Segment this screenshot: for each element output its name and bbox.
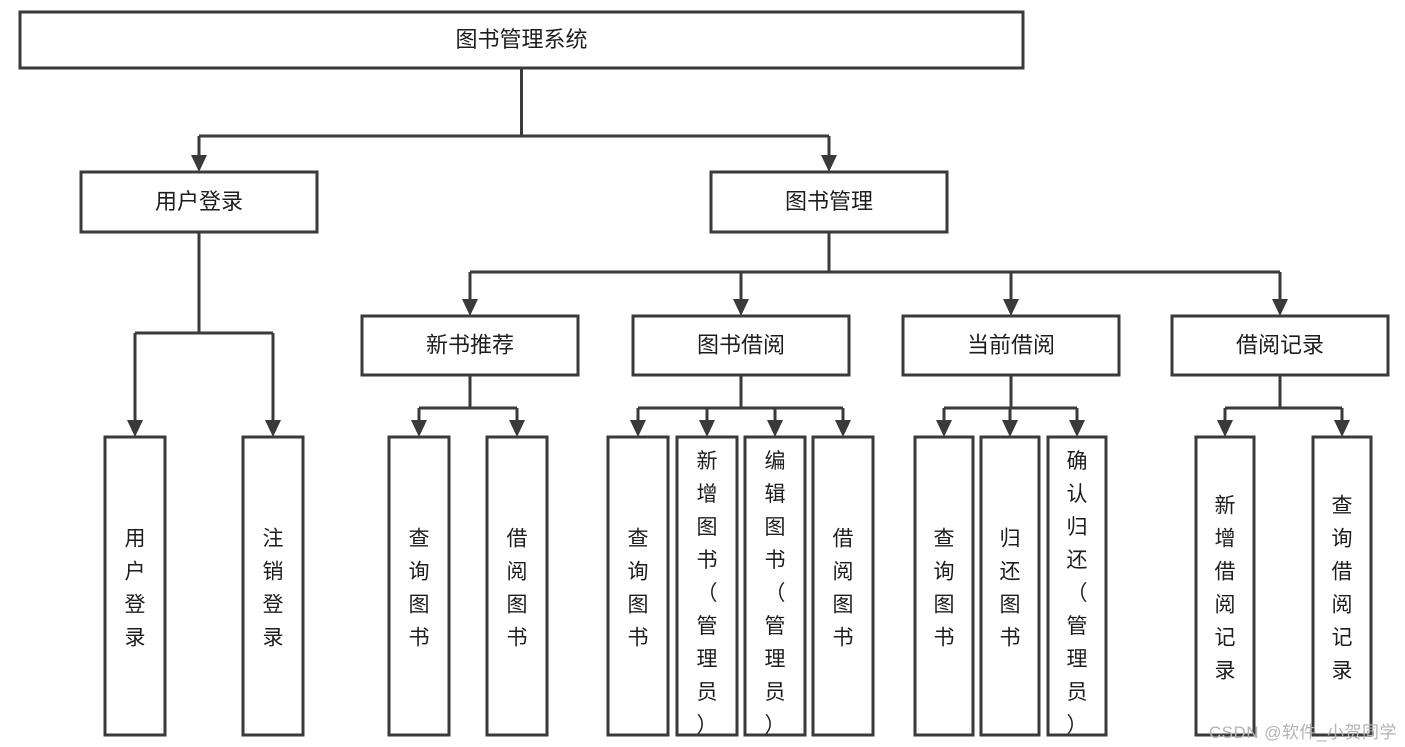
node-label-current-borrow: 当前借阅: [967, 332, 1055, 357]
node-label-leaf-borrow-book: 借阅图书: [833, 528, 854, 650]
arrow-head-icon: [733, 299, 749, 316]
node-label-leaf-borrow-book-recommend: 借阅图书: [507, 528, 528, 650]
node-leaf-query-book-borrow[interactable]: 查询图书: [606, 435, 670, 737]
node-leaf-add-borrow-record[interactable]: 新增借阅记录: [1194, 435, 1256, 737]
node-box-leaf-return-book[interactable]: [979, 435, 1041, 737]
node-leaf-query-book-recommend[interactable]: 查询图书: [387, 435, 451, 737]
node-label-leaf-edit-book-admin: 编辑图书（管理员）: [765, 450, 786, 737]
node-book-borrow[interactable]: 图书借阅: [631, 314, 851, 377]
node-current-borrow[interactable]: 当前借阅: [901, 314, 1121, 377]
watermark-text: CSDN @软件_小贺同学: [1208, 723, 1397, 742]
node-new-book-recommend[interactable]: 新书推荐: [360, 314, 580, 377]
node-leaf-borrow-book[interactable]: 借阅图书: [811, 435, 875, 737]
arrow-head-icon: [1069, 420, 1085, 437]
connectors-layer: [127, 68, 1350, 437]
connector-group-book-borrow: [630, 375, 851, 437]
arrow-head-icon: [1272, 299, 1288, 316]
connector-group-user-login: [127, 232, 281, 437]
node-leaf-user-login[interactable]: 用户登录: [103, 435, 167, 737]
node-user-login[interactable]: 用户登录: [79, 170, 319, 234]
node-box-leaf-logout-login[interactable]: [241, 435, 305, 737]
node-box-leaf-user-login[interactable]: [103, 435, 167, 737]
node-box-borrow-record[interactable]: [1170, 314, 1390, 377]
arrow-head-icon: [936, 420, 952, 437]
node-leaf-query-book-current[interactable]: 查询图书: [913, 435, 975, 737]
node-box-leaf-edit-book-admin[interactable]: [743, 435, 807, 737]
node-leaf-borrow-book-recommend[interactable]: 借阅图书: [485, 435, 549, 737]
connector-group-root: [191, 68, 837, 172]
arrow-head-icon: [699, 420, 715, 437]
connector-group-current-borrow: [936, 375, 1085, 437]
node-leaf-logout-login[interactable]: 注销登录: [241, 435, 305, 737]
node-leaf-add-book-admin[interactable]: 新增图书（管理员）: [675, 435, 739, 737]
node-label-leaf-query-book-recommend: 查询图书: [409, 528, 430, 650]
arrow-head-icon: [1003, 299, 1019, 316]
node-box-leaf-query-book-borrow[interactable]: [606, 435, 670, 737]
node-borrow-record[interactable]: 借阅记录: [1170, 314, 1390, 377]
arrow-head-icon: [127, 420, 143, 437]
node-box-leaf-borrow-book[interactable]: [811, 435, 875, 737]
node-leaf-edit-book-admin[interactable]: 编辑图书（管理员）: [743, 435, 807, 737]
node-box-leaf-query-borrow-record[interactable]: [1311, 435, 1373, 737]
node-box-leaf-query-book-recommend[interactable]: [387, 435, 451, 737]
node-box-book-borrow[interactable]: [631, 314, 851, 377]
node-box-new-book-recommend[interactable]: [360, 314, 580, 377]
arrow-head-icon: [835, 420, 851, 437]
node-label-leaf-confirm-return-admin: 确认归还（管理员）: [1067, 450, 1088, 737]
node-box-user-login[interactable]: [79, 170, 319, 234]
arrow-head-icon: [767, 420, 783, 437]
arrow-head-icon: [1334, 420, 1350, 437]
arrow-head-icon: [1002, 420, 1018, 437]
node-box-leaf-borrow-book-recommend[interactable]: [485, 435, 549, 737]
node-label-leaf-query-book-borrow: 查询图书: [628, 528, 649, 650]
arrow-head-icon: [630, 420, 646, 437]
node-label-leaf-logout-login: 注销登录: [263, 528, 284, 650]
node-label-book-borrow: 图书借阅: [697, 332, 785, 357]
nodes-layer: 图书管理系统用户登录图书管理新书推荐图书借阅当前借阅借阅记录用户登录注销登录查询…: [18, 10, 1390, 737]
node-label-leaf-query-borrow-record: 查询借阅记录: [1332, 495, 1353, 683]
node-label-root: 图书管理系统: [455, 27, 587, 52]
node-label-leaf-return-book: 归还图书: [1000, 528, 1021, 650]
connector-group-book-manage: [462, 232, 1288, 316]
arrow-head-icon: [821, 155, 837, 172]
node-box-root[interactable]: [18, 10, 1025, 70]
node-box-leaf-add-borrow-record[interactable]: [1194, 435, 1256, 737]
node-label-leaf-add-borrow-record: 新增借阅记录: [1215, 495, 1236, 683]
arrow-head-icon: [265, 420, 281, 437]
node-label-new-book-recommend: 新书推荐: [426, 332, 514, 357]
node-book-manage[interactable]: 图书管理: [709, 170, 949, 234]
connector-group-borrow-record: [1217, 375, 1350, 437]
node-leaf-confirm-return-admin[interactable]: 确认归还（管理员）: [1046, 435, 1108, 737]
node-box-leaf-add-book-admin[interactable]: [675, 435, 739, 737]
node-box-leaf-confirm-return-admin[interactable]: [1046, 435, 1108, 737]
node-box-book-manage[interactable]: [709, 170, 949, 234]
node-label-borrow-record: 借阅记录: [1236, 332, 1324, 357]
arrow-head-icon: [509, 420, 525, 437]
node-leaf-query-borrow-record[interactable]: 查询借阅记录: [1311, 435, 1373, 737]
arrow-head-icon: [1217, 420, 1233, 437]
connector-group-new-book-recommend: [411, 375, 525, 437]
arrow-head-icon: [462, 299, 478, 316]
arrow-head-icon: [191, 155, 207, 172]
node-box-leaf-query-book-current[interactable]: [913, 435, 975, 737]
node-leaf-return-book[interactable]: 归还图书: [979, 435, 1041, 737]
node-root[interactable]: 图书管理系统: [18, 10, 1025, 70]
node-box-current-borrow[interactable]: [901, 314, 1121, 377]
node-label-user-login: 用户登录: [155, 189, 243, 214]
node-label-leaf-query-book-current: 查询图书: [934, 528, 955, 650]
node-label-leaf-user-login: 用户登录: [125, 528, 146, 650]
node-label-leaf-add-book-admin: 新增图书（管理员）: [697, 450, 718, 737]
arrow-head-icon: [411, 420, 427, 437]
node-label-book-manage: 图书管理: [785, 189, 873, 214]
